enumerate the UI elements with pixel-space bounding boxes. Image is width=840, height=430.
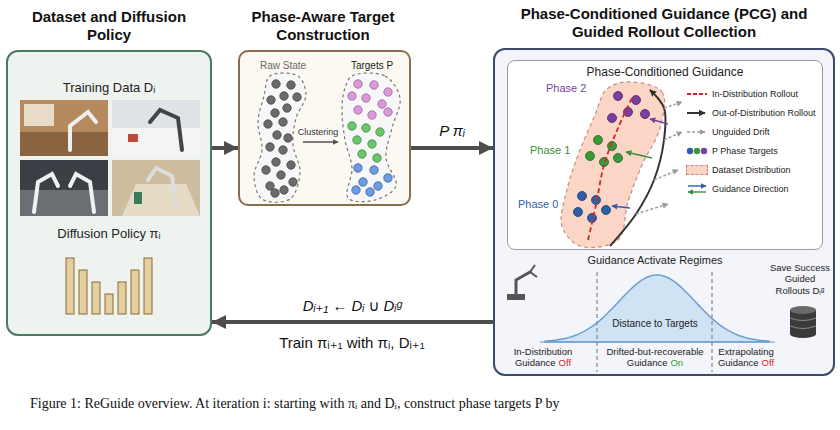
raw-state-dots: [262, 80, 301, 197]
legend-entry: In-Distribution Rollout: [686, 88, 798, 100]
targets-label: Targets P: [337, 60, 407, 72]
legend-entry: Unguided Drift: [686, 126, 770, 138]
panel-fill: [507, 60, 823, 250]
unguided-drift: [664, 132, 682, 140]
phase-target-dots: [348, 80, 392, 119]
legend-text: Guidance Direction: [712, 183, 789, 195]
phase-label: Phase 2: [546, 82, 596, 95]
unguided-drift: [636, 204, 668, 214]
phase-target-dots: [352, 164, 392, 196]
target-blob: [342, 73, 400, 202]
policy-label: Diffusion Policy πᵢ: [14, 226, 204, 242]
section-title: Guidance Activate Regimes: [565, 254, 745, 267]
guidance-state: On: [670, 357, 683, 368]
robot-icon: [507, 265, 537, 300]
legend-text: In-Distribution Rollout: [712, 88, 798, 100]
guidance-state: Off: [762, 357, 775, 368]
legend-text: Unguided Drift: [712, 126, 770, 138]
distance-bell-curve: [545, 275, 769, 342]
legend-text: P Phase Targets: [712, 145, 778, 157]
phase-target-dots: [348, 122, 384, 162]
panel-heading: Dataset and Diffusion Policy: [29, 8, 189, 44]
in-distribution-rollout: [588, 98, 632, 240]
flow-arrow: [212, 320, 493, 324]
raw-state-blob: [254, 73, 306, 202]
legend-text: Out-of-Distribution Rollout: [712, 107, 816, 119]
legend-sample: [686, 126, 708, 138]
phase-label: Phase 1: [530, 144, 580, 157]
storage-label: Save Success Guided Rollouts Dᵢᵍ: [768, 262, 832, 296]
unet-icon: [66, 258, 152, 314]
legend-text: Dataset Distribution: [712, 164, 791, 176]
legend-sample: [686, 88, 708, 100]
legend-entry: Dataset Distribution: [686, 164, 791, 176]
phase-label: Phase 0: [518, 198, 568, 211]
flow-arrow: [411, 146, 493, 150]
legend-sample: [686, 145, 708, 157]
dataset-distribution-blob: [561, 82, 665, 248]
regime-divider: [596, 272, 597, 372]
legend-entry: P Phase Targets: [686, 145, 778, 157]
legend-entry: Guidance Direction: [686, 183, 789, 195]
operation-label: Clustering: [293, 127, 343, 138]
legend-entry: Out-of-Distribution Rollout: [686, 107, 816, 119]
unguided-drift: [654, 170, 678, 180]
legend-sample: [686, 107, 708, 119]
panel-fill: [238, 50, 408, 206]
axis-label: Distance to Targets: [600, 318, 710, 330]
panel-fill: [6, 50, 212, 336]
panel-fill: [493, 48, 835, 376]
guidance-arrow: [626, 152, 652, 158]
panel-heading: Phase-Conditioned Guidance (PCG) and Gui…: [499, 5, 829, 41]
legend-swatch: [686, 165, 708, 175]
box-title: Phase-Conditioned Guidance: [515, 65, 815, 79]
diagram-illustration: [254, 73, 775, 372]
legend-sample: [686, 183, 708, 195]
ood-rollout: [610, 90, 666, 246]
curve-baseline: [540, 342, 775, 343]
unguided-drift: [664, 102, 682, 108]
database-icon: [790, 306, 816, 338]
regime-group: Drifted-but-recoverable GuidanceOn: [600, 346, 710, 369]
regime-label: Drifted-but-recoverable Guidance: [606, 346, 703, 368]
flow-arrow: [212, 146, 238, 150]
phase-1-dots: [586, 136, 623, 167]
regime-group: Extrapolating GuidanceOff: [714, 346, 778, 369]
state-label: Raw State: [248, 60, 318, 72]
panel-heading: Phase-Aware Target Construction: [223, 8, 423, 44]
dataset-label: Training Data Dᵢ: [14, 80, 204, 96]
figure-caption: Figure 1: ReGuide overview. At iteration…: [30, 396, 559, 412]
dataset-panel: Dataset and Diffusion PolicyTraining Dat…: [6, 50, 212, 336]
regime-group: In-Distribution GuidanceOff: [497, 346, 589, 369]
guidance-arrow: [612, 206, 630, 208]
update-label: Train πᵢ₊₁ with πᵢ, Dᵢ₊₁: [222, 334, 482, 352]
clustering-arrow: [303, 141, 338, 143]
phase-0-dots: [574, 192, 611, 223]
regime-divider: [711, 272, 712, 372]
edge-label: P πᵢ: [439, 122, 465, 140]
guidance-state: Off: [559, 357, 572, 368]
robot-photos: [20, 100, 200, 216]
guidance-arrow: [650, 119, 668, 124]
edge-label: Dᵢ₊₁ ← Dᵢ ∪ Dᵢᵍ: [303, 297, 402, 315]
